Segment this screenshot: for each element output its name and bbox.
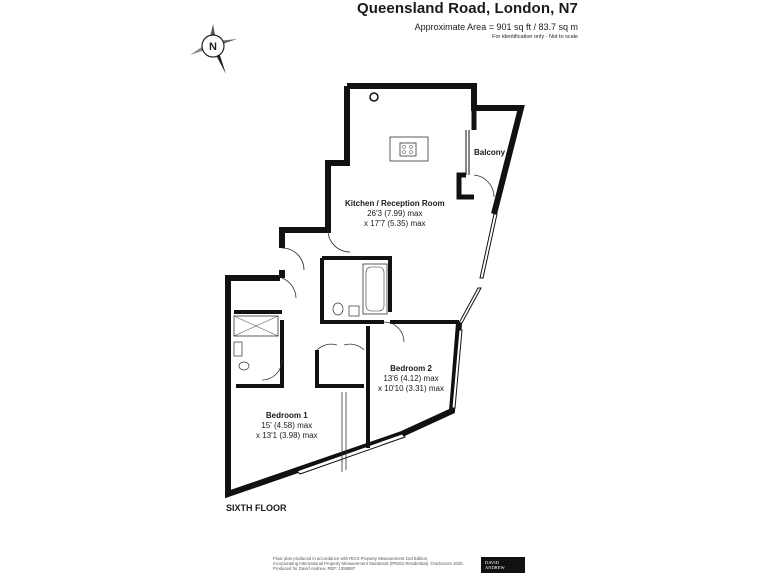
brand-line2: ANDREW [485,565,505,570]
kitchen-reception-name: Kitchen / Reception Room [345,199,445,208]
balcony-walls [456,108,477,200]
door-swings [261,229,405,381]
basin-icon [348,305,360,317]
identification-note: For identification only - Not to scale [492,34,578,40]
floor-label: SIXTH FLOOR [226,503,287,513]
bathtub-icon [362,263,388,315]
bedroom1-dim2: x 13'1 (3.98) max [256,431,318,440]
bedroom2-dim2: x 10'10 (3.31) max [378,384,445,393]
compass-north-label: N [209,41,217,53]
hob-icon [399,142,417,157]
interior-walls [234,310,459,448]
footer-line3: Produced for David Andrew. REF: 1358897 [273,566,356,571]
bedroom2-label: Bedroom 2 13'6 (4.12) max x 10'10 (3.31)… [378,364,444,394]
footer-note: Floor plan produced in accordance with R… [273,556,464,571]
approximate-area: Approximate Area = 901 sq ft / 83.7 sq m [414,22,578,32]
balcony-label: Balcony [474,148,506,157]
footer-line1: Floor plan produced in accordance with R… [273,556,429,561]
kitchen-reception-dim1: 26'3 (7.99) max [367,209,423,218]
bedroom2-dim1: 13'6 (4.12) max [383,374,439,383]
brand-line1: DAVID [485,560,499,565]
kitchen-reception-dim2: x 17'7 (5.35) max [364,219,426,228]
sink-icon [369,92,379,102]
bedroom2-name: Bedroom 2 [390,364,432,373]
balcony-door-swing [473,174,495,198]
bathroom-walls [320,256,392,324]
footer-line2: Incorporating International Property Mea… [273,561,464,566]
toilet-icon [332,302,344,316]
bedroom1-name: Bedroom 1 [265,411,308,420]
ensuite-toilet-icon [238,361,250,371]
brand-logo: DAVID ANDREW [481,557,525,573]
windows [296,130,498,475]
kitchen-reception-label: Kitchen / Reception Room 26'3 (7.99) max… [345,199,445,229]
bedroom1-label: Bedroom 1 15' (4.58) max x 13'1 (3.98) m… [256,411,318,441]
ensuite-basin-icon [233,341,243,357]
bedroom1-dim1: 15' (4.58) max [261,421,313,430]
property-address-title: Queensland Road, London, N7 [356,0,578,17]
compass-icon: N [190,24,237,74]
